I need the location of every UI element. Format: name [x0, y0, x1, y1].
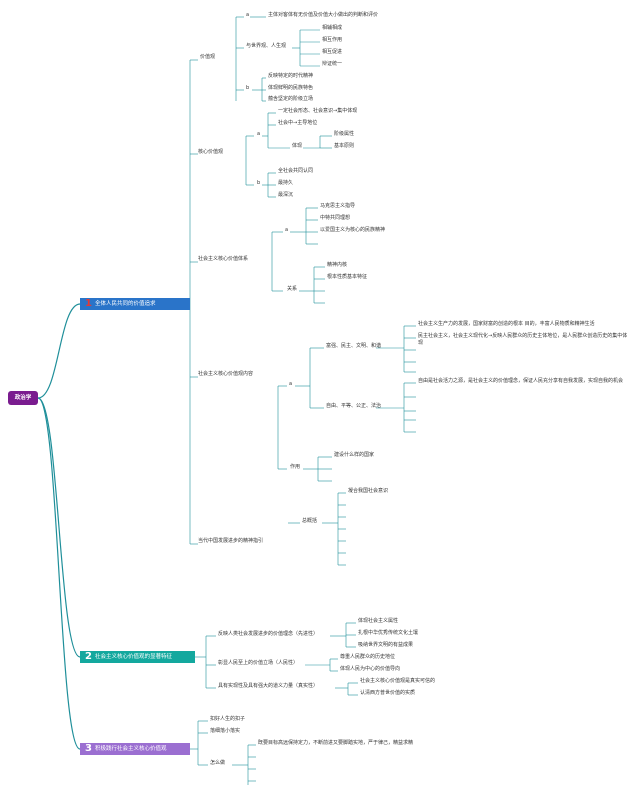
node-practice-item[interactable]: 扣好人生的扣子: [210, 716, 246, 722]
root-node[interactable]: 政治学: [8, 391, 38, 405]
node-system-key: a: [285, 227, 289, 233]
branch-number-2: 2: [85, 651, 92, 662]
connector-line: [37, 303, 81, 399]
node-content-key: a: [289, 381, 293, 387]
node-core-item[interactable]: 社会中→主导地位: [278, 120, 318, 126]
node-system-relation[interactable]: 关系: [287, 286, 298, 292]
node-value-feature[interactable]: 反映特定的时代精神: [268, 73, 314, 79]
node-core-item[interactable]: 一定社会形态、社会意识→集中体现: [278, 108, 358, 114]
node-core-embody-item[interactable]: 阶级属性: [334, 131, 355, 137]
node-content-text[interactable]: 民主社会主义，社会主义现代化→反映人民群众的历史主体地位，是人民群众创造历史的集…: [418, 333, 628, 346]
branch-label-1: 全体人民共同的价值追求: [94, 301, 156, 307]
node-feature-item[interactable]: 扎根中华优秀传统文化土壤: [358, 630, 419, 636]
node-content-text[interactable]: 自由是社会活力之源，是社会主义的价值理念，保证人民充分享有自我发展，实现自我的机…: [418, 378, 624, 384]
node-guide[interactable]: 当代中国发展进步的精神指引: [198, 538, 264, 544]
node-content-use[interactable]: 作用: [290, 464, 301, 470]
node-practice-how-text[interactable]: 既要目标高远保持定力，不断前进又要脚踏实地，严于律己，精益求精: [258, 740, 414, 746]
node-feature-item[interactable]: 体现社会主义属性: [358, 618, 399, 624]
node-value[interactable]: 价值观: [200, 54, 216, 60]
node-system-item[interactable]: 以爱国主义为核心的民族精神: [320, 227, 386, 233]
node-relation-item[interactable]: 相辅相成: [322, 25, 343, 31]
node-core[interactable]: 核心价值观: [198, 149, 224, 155]
node-core-feature[interactable]: 最深沉: [278, 192, 294, 198]
node-practice-item[interactable]: 落细落小落实: [210, 728, 241, 734]
branch-label-2: 社会主义核心价值观的显著特征: [94, 654, 172, 660]
node-content-group-2[interactable]: 自由、平等、公正、法治: [326, 403, 382, 409]
node-system-relation-item[interactable]: 精神内核: [327, 262, 348, 268]
node-system-item[interactable]: 中特共同理想: [320, 215, 351, 221]
node-feature-item[interactable]: 体现人民为中心的价值导向: [340, 666, 401, 672]
branch-label-3: 积极践行社会主义核心价值观: [94, 746, 167, 752]
node-feature-item[interactable]: 认清西方普世价值的实质: [360, 690, 416, 696]
node-feature-item[interactable]: 社会主义核心价值观是真实可信的: [360, 678, 436, 684]
node-content-group-1[interactable]: 富强、民主、文明、和谐: [326, 343, 382, 349]
node-core-embody-item[interactable]: 基本原则: [334, 143, 355, 149]
connector-line: [37, 397, 81, 658]
node-value-key-a: a: [246, 12, 250, 18]
node-core-feature[interactable]: 最持久: [278, 180, 294, 186]
node-feature-people[interactable]: 彰显人民至上的价值立场（人民性）: [218, 660, 299, 666]
connector-line: [37, 397, 81, 750]
node-system[interactable]: 社会主义核心价值体系: [198, 256, 249, 262]
branch-number-1: 1: [85, 298, 92, 309]
node-feature-item[interactable]: 吸纳世界文明的有益成果: [358, 642, 414, 648]
node-content[interactable]: 社会主义核心价值观内容: [198, 371, 254, 377]
node-core-key-a: a: [257, 131, 261, 137]
node-guide-summary[interactable]: 总概括: [302, 518, 318, 524]
node-value-feature[interactable]: 蕴含坚定的阶级立场: [268, 96, 314, 102]
node-system-item[interactable]: 马克思主义指导: [320, 203, 356, 209]
node-feature-advanced[interactable]: 反映人类社会发展进步的价值理念（先进性）: [218, 631, 319, 637]
node-core-key-b: b: [257, 180, 261, 186]
node-relation-item[interactable]: 辩证统一: [322, 61, 343, 67]
node-feature-real[interactable]: 具有实现性及具有强大的道义力量（真实性）: [218, 683, 319, 689]
node-value-key-b: b: [246, 85, 250, 91]
node-value-feature[interactable]: 体现鲜明的民族特色: [268, 85, 314, 91]
node-value-meaning[interactable]: 主体对客体有无价值及价值大小做出的判断和评价: [268, 12, 379, 18]
node-feature-item[interactable]: 尊重人民群众的历史地位: [340, 654, 396, 660]
node-content-use-item[interactable]: 建设什么样的国家: [334, 452, 375, 458]
node-relation-item[interactable]: 相互促进: [322, 49, 343, 55]
node-content-text[interactable]: 社会主义生产力的发展，国家财富的创造的根本 目的，丰富人民物质和精神生活: [418, 321, 595, 327]
node-system-relation-item[interactable]: 根本性质基本特征: [327, 274, 368, 280]
node-relation-item[interactable]: 相互作用: [322, 37, 343, 43]
node-core-embody[interactable]: 体现: [292, 143, 303, 149]
node-practice-how[interactable]: 怎么做: [210, 760, 226, 766]
node-value-relation[interactable]: 与世界观、人生观: [246, 43, 287, 49]
node-core-feature[interactable]: 全社会共同认同: [278, 168, 314, 174]
node-guide-summary-item[interactable]: 凝合我国社会意识: [348, 488, 389, 494]
branch-number-3: 3: [85, 743, 92, 754]
